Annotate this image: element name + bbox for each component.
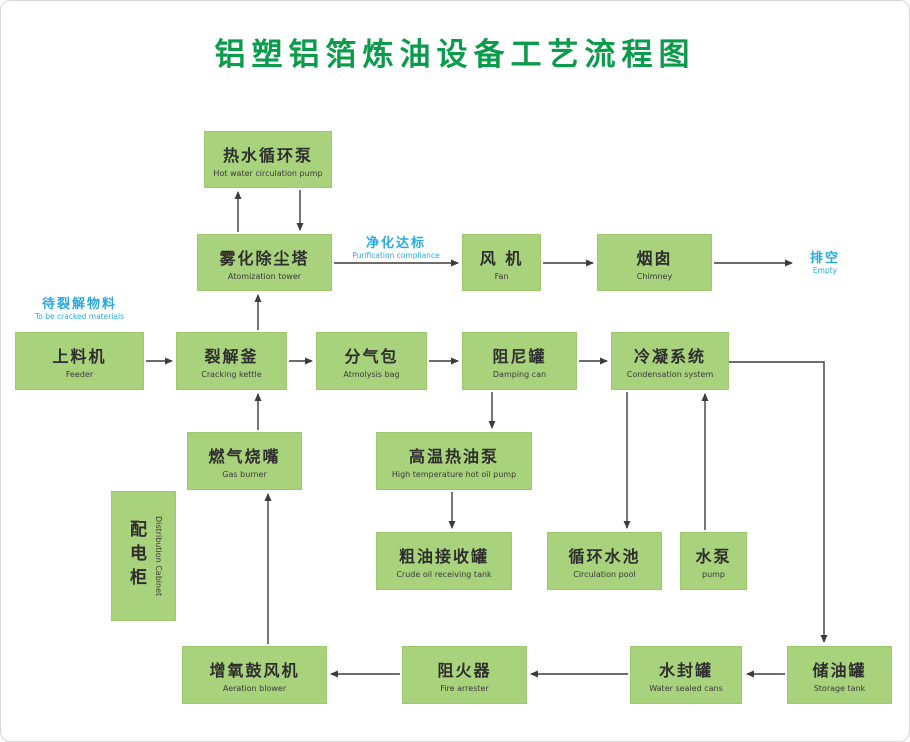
node-label-en: Feeder <box>65 370 94 379</box>
node-high-temperature-hot-oil-pump: 高温热油泵 High temperature hot oil pump <box>376 432 532 490</box>
node-condensation-system: 冷凝系统 Condensation system <box>611 332 729 390</box>
annotation-empty: 排空 Empty <box>797 247 853 275</box>
node-water-pump: 水泵 pump <box>680 532 747 590</box>
node-distribution-cabinet: 配电柜 Distribution Cabinet <box>111 491 176 621</box>
annotation-zh: 排空 <box>809 251 840 266</box>
node-fire-arrester: 阻火器 Fire arrester <box>402 646 527 704</box>
node-label-en: Damping can <box>492 370 547 379</box>
node-label-zh: 分气包 <box>344 347 399 366</box>
node-label-en: Atomization tower <box>227 271 302 281</box>
node-label-en: Distribution Cabinet <box>154 515 163 597</box>
annotation-zh: 待裂解物料 <box>41 297 117 312</box>
annotation-purification-compliance: 净化达标 Purification compliance <box>336 232 456 260</box>
node-aeration-blower: 增氧鼓风机 Aeration blower <box>182 646 327 704</box>
node-label-en: Fire arrester <box>440 684 489 693</box>
node-label-en: Hot water circulation pump <box>213 168 323 178</box>
node-label-zh: 燃气烧嘴 <box>208 447 281 466</box>
node-chimney: 烟囱 Chimney <box>597 234 712 291</box>
node-label-zh: 烟囱 <box>636 248 673 268</box>
node-label-en: Fan <box>494 271 509 281</box>
page-title: 铝塑铝箔炼油设备工艺流程图 <box>214 37 696 73</box>
node-label-zh: 热水循环泵 <box>222 145 313 165</box>
node-label-zh: 裂解釜 <box>204 347 259 366</box>
node-storage-tank: 储油罐 Storage tank <box>787 646 892 704</box>
node-water-sealed-cans: 水封罐 Water sealed cans <box>630 646 742 704</box>
node-label-en: Chimney <box>636 271 673 281</box>
annotation-en: Empty <box>812 266 838 275</box>
node-label-zh: 上料机 <box>52 347 107 366</box>
arrow-condensation-to-storage-tank <box>729 361 828 643</box>
node-label-en: Water sealed cans <box>649 684 723 693</box>
node-label-en: Condensation system <box>626 370 714 379</box>
annotation-en: To be cracked materials <box>34 312 124 321</box>
node-label-zh: 雾化除尘塔 <box>219 248 310 268</box>
node-label-en: Gas burner <box>222 470 267 479</box>
node-label-zh: 配电柜 <box>126 520 146 592</box>
node-hot-water-circulation-pump: 热水循环泵 Hot water circulation pump <box>204 131 332 188</box>
node-label-zh: 冷凝系统 <box>633 347 706 366</box>
node-atmolysis-bag: 分气包 Atmolysis bag <box>316 332 427 390</box>
node-label-zh: 风 机 <box>479 248 524 268</box>
node-label-en: Circulation pool <box>573 570 636 579</box>
node-label-en: Aeration blower <box>222 684 287 693</box>
node-damping-can: 阻尼罐 Damping can <box>462 332 577 390</box>
node-feeder: 上料机 Feeder <box>15 332 144 390</box>
node-label-zh: 循环水池 <box>568 547 641 566</box>
node-label-en: Cracking kettle <box>201 370 262 379</box>
node-atomization-tower: 雾化除尘塔 Atomization tower <box>197 234 332 291</box>
node-label-zh: 储油罐 <box>812 661 867 680</box>
annotation-zh: 净化达标 <box>365 236 426 251</box>
node-label-zh: 增氧鼓风机 <box>209 661 300 680</box>
node-cracking-kettle: 裂解釜 Cracking kettle <box>176 332 287 390</box>
node-label-zh: 阻尼罐 <box>492 347 547 366</box>
node-label-zh: 粗油接收罐 <box>398 547 489 566</box>
node-label-en: Storage tank <box>813 684 866 693</box>
node-label-en: pump <box>701 570 726 579</box>
node-circulation-pool: 循环水池 Circulation pool <box>547 532 662 590</box>
node-crude-oil-receiving-tank: 粗油接收罐 Crude oil receiving tank <box>376 532 512 590</box>
node-label-zh: 阻火器 <box>437 661 492 680</box>
node-gas-burner: 燃气烧嘴 Gas burner <box>187 432 302 490</box>
node-label-en: Crude oil receiving tank <box>396 570 492 579</box>
node-fan: 风 机 Fan <box>462 234 541 291</box>
node-label-zh: 水泵 <box>695 547 732 566</box>
annotation-to-be-cracked-materials: 待裂解物料 To be cracked materials <box>15 293 144 321</box>
node-label-en: Atmolysis bag <box>343 370 400 379</box>
annotation-en: Purification compliance <box>352 251 440 260</box>
node-label-zh: 水封罐 <box>658 661 713 680</box>
node-label-zh: 高温热油泵 <box>408 447 499 466</box>
node-label-en: High temperature hot oil pump <box>391 470 517 479</box>
